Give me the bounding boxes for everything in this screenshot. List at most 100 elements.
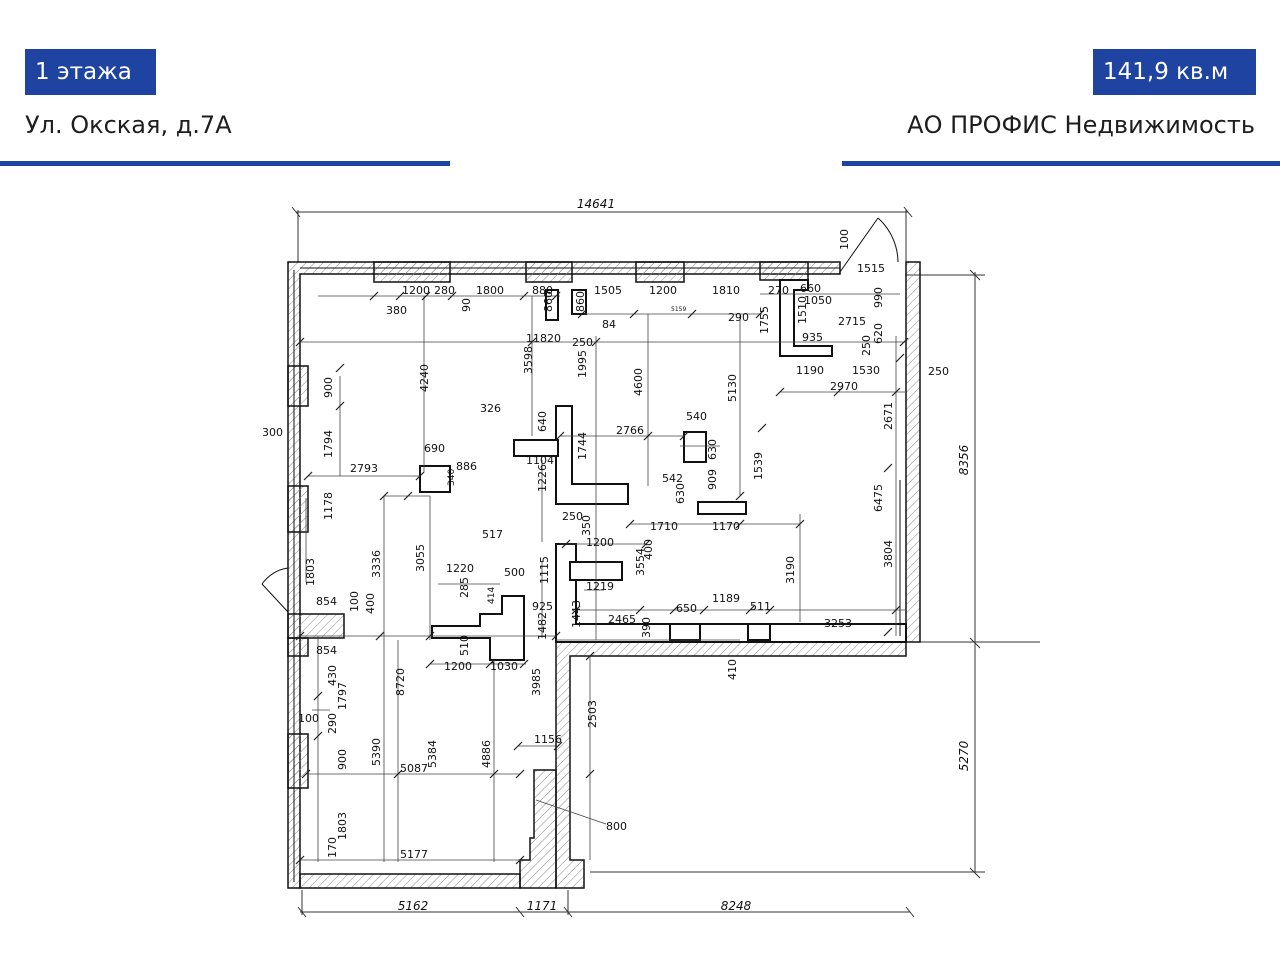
dim-label: 900 [336, 749, 349, 770]
dim-label: 3190 [784, 556, 797, 584]
dim-label: 1482 [536, 612, 549, 640]
dim-label: 660 [800, 282, 821, 295]
dim-label: 100 [348, 591, 361, 612]
dim-label: 410 [726, 659, 739, 680]
dim-bottom-right: 8248 [721, 899, 752, 913]
dim-label: 1797 [336, 682, 349, 710]
dim-label: 854 [316, 644, 337, 657]
address-heading: Ул. Окская, д.7А [25, 111, 232, 139]
dim-label: 2715 [838, 315, 866, 328]
dim-label: 886 [456, 460, 477, 473]
dim-label: 4886 [480, 740, 493, 768]
dim-label: 250 [928, 365, 949, 378]
dim-label: 935 [802, 331, 823, 344]
dim-label: 900 [322, 377, 335, 398]
dim-label: 5087 [400, 762, 428, 775]
dim-label: 1803 [336, 812, 349, 840]
dim-label: 1200 [402, 284, 430, 297]
dim-label: 250 [562, 510, 583, 523]
dim-label: 1755 [758, 306, 771, 334]
dim-label: 2503 [586, 700, 599, 728]
dim-label: 285 [458, 577, 471, 598]
dim-label: 400 [364, 593, 377, 614]
dim-label: 1190 [796, 364, 824, 377]
dim-label: 1200 [649, 284, 677, 297]
dim-label: 690 [424, 442, 445, 455]
dim-label: 4600 [632, 368, 645, 396]
dim-label: 511 [750, 600, 771, 613]
dim-label: 3554 [634, 548, 647, 576]
dim-label: 1710 [650, 520, 678, 533]
dim-label: 1219 [586, 580, 614, 593]
company-heading: АО ПРОФИС Недвижимость [907, 111, 1255, 139]
dim-label: 1170 [712, 520, 740, 533]
dim-label: 1050 [804, 294, 832, 307]
dim-label: 270 [768, 284, 789, 297]
dim-label: 1803 [304, 558, 317, 586]
floor-badge: 1 этажа [25, 49, 156, 95]
dim-label: 540 [686, 410, 707, 423]
dim-label: 860 [542, 291, 555, 312]
area-badge: 141,9 кв.м [1093, 49, 1256, 95]
dim-label: 630 [674, 483, 687, 504]
dim-label: 84 [602, 318, 616, 331]
dim-label: 1200 [586, 536, 614, 549]
dim-label: 1443 [570, 600, 583, 628]
dim-label: 1995 [576, 350, 589, 378]
dim-label: 326 [480, 402, 501, 415]
dim-label: 90 [460, 298, 473, 312]
dim-label: 854 [316, 595, 337, 608]
dim-label: 3253 [824, 617, 852, 630]
dim-label: 430 [326, 665, 339, 686]
dim-label: 517 [482, 528, 503, 541]
dim-label: 1030 [490, 660, 518, 673]
dim-label: 542 [662, 472, 683, 485]
dim-label: 2671 [882, 402, 895, 430]
dim-label: 170 [326, 837, 339, 858]
internal-dimension-lines [300, 293, 906, 862]
dim-label: 2793 [350, 462, 378, 475]
dim-label: 280 [434, 284, 455, 297]
dim-label: 8720 [394, 668, 407, 696]
dim-bottom-mid: 1171 [527, 899, 558, 913]
dim-label: 250 [860, 335, 873, 356]
door-arcs [261, 217, 899, 613]
dim-label: 350 [580, 515, 593, 536]
dim-label: 1510 [796, 296, 809, 324]
dim-label: 2465 [608, 613, 636, 626]
dim-label: 3985 [530, 668, 543, 696]
dim-label: 630 [706, 439, 719, 460]
dim-label: 380 [386, 304, 407, 317]
dimension-ticks [295, 291, 909, 865]
dim-label: 6475 [872, 484, 885, 512]
dim-label: 800 [606, 820, 627, 833]
dim-label: 860 [574, 291, 587, 312]
dim-label: 3055 [414, 544, 427, 572]
dim-label: 5390 [370, 738, 383, 766]
dim-label: 510 [458, 635, 471, 656]
dim-label: 11820 [526, 332, 561, 345]
left-header-rule [0, 161, 450, 166]
dim-label: 250 [572, 336, 593, 349]
dim-label: 290 [326, 713, 339, 734]
internal-dimension-labels: 1200 280 380 90 1800 880 860 860 1505 84… [262, 229, 949, 861]
dim-label: 5177 [400, 848, 428, 861]
dim-label: 3336 [370, 550, 383, 578]
dim-label: 1189 [712, 592, 740, 605]
dim-label: 1515 [857, 262, 885, 275]
dim-label: 1220 [446, 562, 474, 575]
dim-label: 3804 [882, 540, 895, 568]
dim-label: 4240 [418, 364, 431, 392]
dim-top-total: 14641 [577, 197, 615, 211]
dim-label: 1200 [444, 660, 472, 673]
overall-dimension-labels: 14641 8356 5270 5162 1171 8248 [398, 197, 971, 913]
dim-label: 390 [640, 617, 653, 638]
dim-label: 1539 [752, 452, 765, 480]
dim-label: 500 [504, 566, 525, 579]
dim-label: 1156 [534, 733, 562, 746]
right-header-rule [842, 161, 1280, 166]
dim-label: 990 [872, 287, 885, 308]
dim-bottom-left: 5162 [398, 899, 429, 913]
dim-label: 1505 [594, 284, 622, 297]
